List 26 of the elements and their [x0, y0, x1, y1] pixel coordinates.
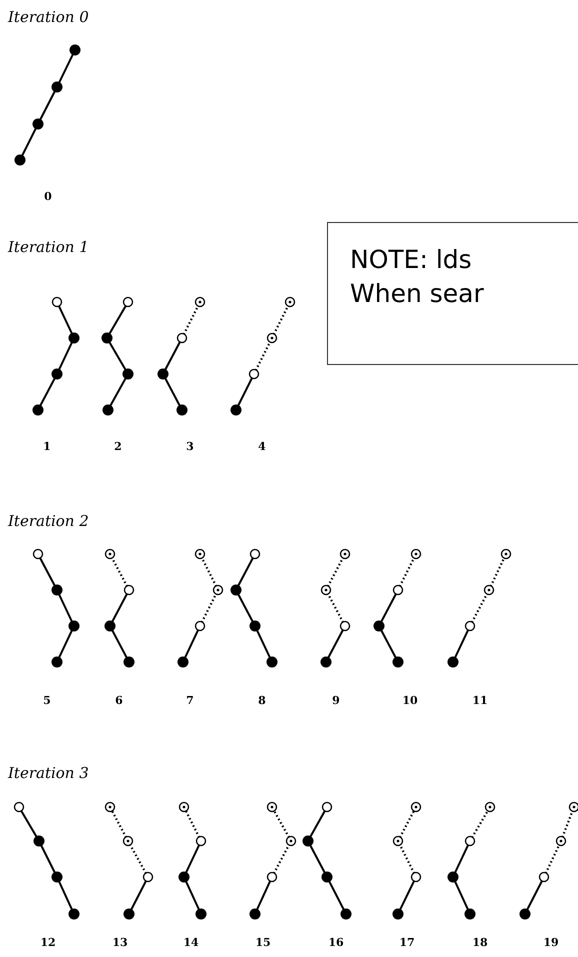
path-number: 13	[112, 936, 128, 949]
path-number: 12	[40, 936, 56, 949]
path-number: 9	[332, 694, 340, 707]
path-number: 18	[472, 936, 488, 949]
path-number: 2	[114, 440, 122, 453]
path-number: 7	[186, 694, 194, 707]
iteration-heading: Iteration 1	[8, 238, 89, 256]
path-number: 15	[255, 936, 271, 949]
path-number: 1	[43, 440, 51, 453]
path-number: 11	[472, 694, 488, 707]
path-number: 17	[399, 936, 415, 949]
path-number: 10	[402, 694, 418, 707]
path-number: 16	[328, 936, 344, 949]
path-number: 3	[186, 440, 194, 453]
path-number: 4	[258, 440, 266, 453]
path-number: 5	[43, 694, 51, 707]
note-box	[327, 222, 578, 365]
iteration-heading: Iteration 2	[8, 512, 89, 530]
iteration-heading: Iteration 3	[8, 764, 89, 782]
path-number: 19	[543, 936, 559, 949]
path-number: 8	[258, 694, 266, 707]
iteration-heading: Iteration 0	[8, 8, 89, 26]
path-number: 6	[115, 694, 123, 707]
note-text: NOTE: lds When sear	[350, 244, 485, 310]
path-number: 0	[44, 190, 52, 203]
path-number: 14	[183, 936, 199, 949]
